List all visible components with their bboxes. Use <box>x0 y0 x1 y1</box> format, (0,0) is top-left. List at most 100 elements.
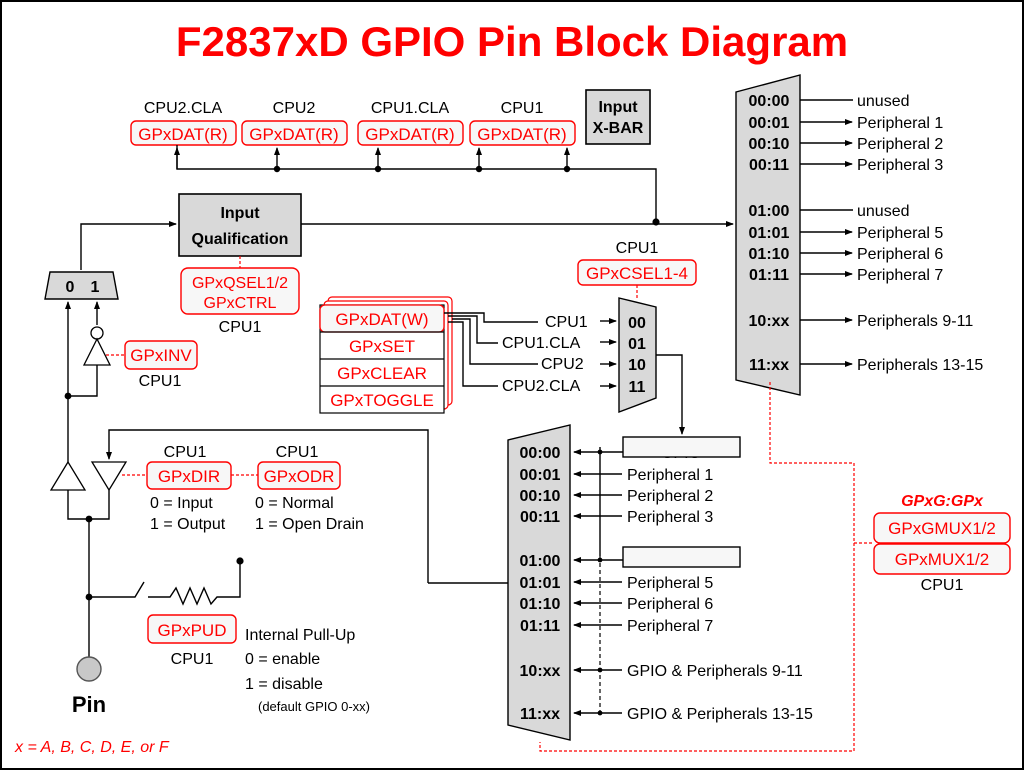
write-register-clear[interactable]: GPxCLEAR <box>337 364 427 383</box>
input-mux-output: Peripheral 1 <box>857 115 943 132</box>
pin-icon[interactable] <box>76 656 102 682</box>
inversion-mux-shape <box>44 271 119 300</box>
gpio-source-box <box>622 546 741 568</box>
csel-code: 00 <box>628 315 646 332</box>
input-mux-code: 01:01 <box>749 225 790 242</box>
read-register-label: GPxDAT(R) <box>365 125 454 144</box>
input-mux-code: 11:xx <box>749 357 789 374</box>
input-mux-code: 00:11 <box>749 157 789 174</box>
read-register-box[interactable] <box>241 120 348 146</box>
write-register-dat[interactable]: GPxDAT(W) <box>335 310 428 329</box>
gmux-register-box <box>873 512 1011 544</box>
odr-register[interactable]: GPxODR <box>257 461 341 490</box>
inverter-bubble <box>90 326 104 340</box>
mux-owner-label: CPU1 <box>921 577 964 594</box>
input-mux-code: 01:11 <box>749 267 789 284</box>
read-register-box[interactable] <box>357 120 464 146</box>
input-qualification-block[interactable]: Input Qualification <box>178 193 302 257</box>
dir-register[interactable]: GPxDIR <box>146 461 232 490</box>
pullup-desc-enable: 0 = enable <box>245 651 320 668</box>
mux-register-box <box>873 543 1011 575</box>
input-mux-code: 01:00 <box>749 203 790 220</box>
csel-code: 11 <box>629 379 646 396</box>
output-mux-code: 00:11 <box>520 509 560 526</box>
csel-input-label: CPU2 <box>541 356 584 373</box>
read-register-box[interactable] <box>130 120 237 146</box>
input-mux-code: 01:10 <box>749 246 790 263</box>
read-register-cpu1: CPU1 GPxDAT(R) <box>469 100 576 146</box>
csel-register-label: GPxCSEL1-4 <box>586 264 688 283</box>
csel-input-label: CPU1.CLA <box>502 335 581 352</box>
pud-owner-label: CPU1 <box>171 651 214 668</box>
read-register-cpu1cla: CPU1.CLA GPxDAT(R) <box>357 100 464 146</box>
read-owner-label: CPU2.CLA <box>144 100 223 117</box>
input-xbar-line1: Input <box>598 99 638 116</box>
inv-register-box <box>124 340 198 370</box>
pud-register-label: GPxPUD <box>158 621 227 640</box>
inv-register[interactable]: GPxINV <box>124 340 198 370</box>
junction-dot <box>563 165 571 173</box>
gpio-source-box <box>622 436 741 458</box>
output-mux-source: Peripheral 2 <box>627 488 713 505</box>
output-mux-source: Peripheral 6 <box>627 596 713 613</box>
ctrl-register-label: GPxCTRL <box>204 295 277 312</box>
gmux-register-label: GPxGMUX1/2 <box>888 519 996 538</box>
pud-register-box <box>147 614 237 644</box>
output-mux-source: Peripheral 3 <box>627 509 713 526</box>
write-register-stack: GPxDAT(W) GPxSET GPxCLEAR GPxTOGGLE <box>319 296 453 414</box>
read-bus <box>174 145 660 226</box>
footnote: x = A, B, C, D, E, or F <box>14 739 170 756</box>
vdd-dot <box>236 557 244 565</box>
read-register-box[interactable] <box>469 120 576 146</box>
output-mux-code: 00:00 <box>520 445 561 462</box>
write-register-set[interactable]: GPxSET <box>349 337 415 356</box>
input-mux-code: 10:xx <box>749 313 790 330</box>
csel-register[interactable]: GPxCSEL1-4 <box>577 259 697 286</box>
output-mux-code: 01:01 <box>520 575 561 592</box>
mux-select-heading: GPxG:GPx <box>901 493 984 510</box>
input-xbar-block[interactable]: Input X-BAR <box>585 89 651 145</box>
input-mux-code: 00:01 <box>749 115 790 132</box>
output-mux-source: Peripheral 1 <box>627 467 713 484</box>
gmux-register[interactable]: GPxGMUX1/2 <box>873 512 1011 544</box>
input-qualification-box <box>178 193 302 257</box>
dir-owner-label: CPU1 <box>164 444 207 461</box>
input-mux-output: Peripherals 13-15 <box>857 357 983 374</box>
gpio-source-box-2[interactable] <box>622 546 741 568</box>
input-mux-output: unused <box>857 203 910 220</box>
junction-dot <box>273 165 281 173</box>
output-buffer-icon <box>90 461 128 492</box>
diagram-title: F2837xD GPIO Pin Block Diagram <box>176 18 848 65</box>
input-mux-output: Peripheral 7 <box>857 267 943 284</box>
output-mux-shape <box>507 424 571 741</box>
read-register-label: GPxDAT(R) <box>477 125 566 144</box>
input-mux-output: Peripheral 3 <box>857 157 943 174</box>
odr-owner-label: CPU1 <box>276 444 319 461</box>
pullup-switch-icon <box>89 581 145 598</box>
output-mux-code: 01:11 <box>520 618 560 635</box>
inv-mux-input-1: 1 <box>91 279 100 296</box>
input-xbar-line2: X-BAR <box>593 120 644 137</box>
pud-register[interactable]: GPxPUD <box>147 614 237 644</box>
csel-input-label: CPU1 <box>545 314 588 331</box>
input-mux-code: 00:00 <box>749 93 790 110</box>
write-register-toggle[interactable]: GPxTOGGLE <box>330 391 434 410</box>
gpio-source-box-1[interactable] <box>622 436 741 458</box>
junction-dot <box>374 165 382 173</box>
pullup-desc-disable: 1 = disable <box>245 676 323 693</box>
input-mux-output: Peripheral 5 <box>857 225 943 242</box>
odr-register-box <box>257 461 341 490</box>
output-mux-source: Peripheral 7 <box>627 618 713 635</box>
read-register-label: GPxDAT(R) <box>249 125 338 144</box>
read-register-label: GPxDAT(R) <box>138 125 227 144</box>
read-owner-label: CPU1.CLA <box>371 100 450 117</box>
input-mux-shape <box>735 74 801 396</box>
output-mux-source: GPIO & Peripherals 13-15 <box>627 706 813 723</box>
input-qualification-line1: Input <box>220 205 260 222</box>
output-mux-code: 11:xx <box>520 706 560 723</box>
mux-register[interactable]: GPxMUX1/2 <box>873 543 1011 575</box>
pullup-default-note: (default GPIO 0-xx) <box>258 699 370 714</box>
qualification-register[interactable]: GPxQSEL1/2 GPxCTRL <box>180 267 300 315</box>
junction-dot <box>475 165 483 173</box>
output-mux-code: 00:01 <box>520 467 561 484</box>
